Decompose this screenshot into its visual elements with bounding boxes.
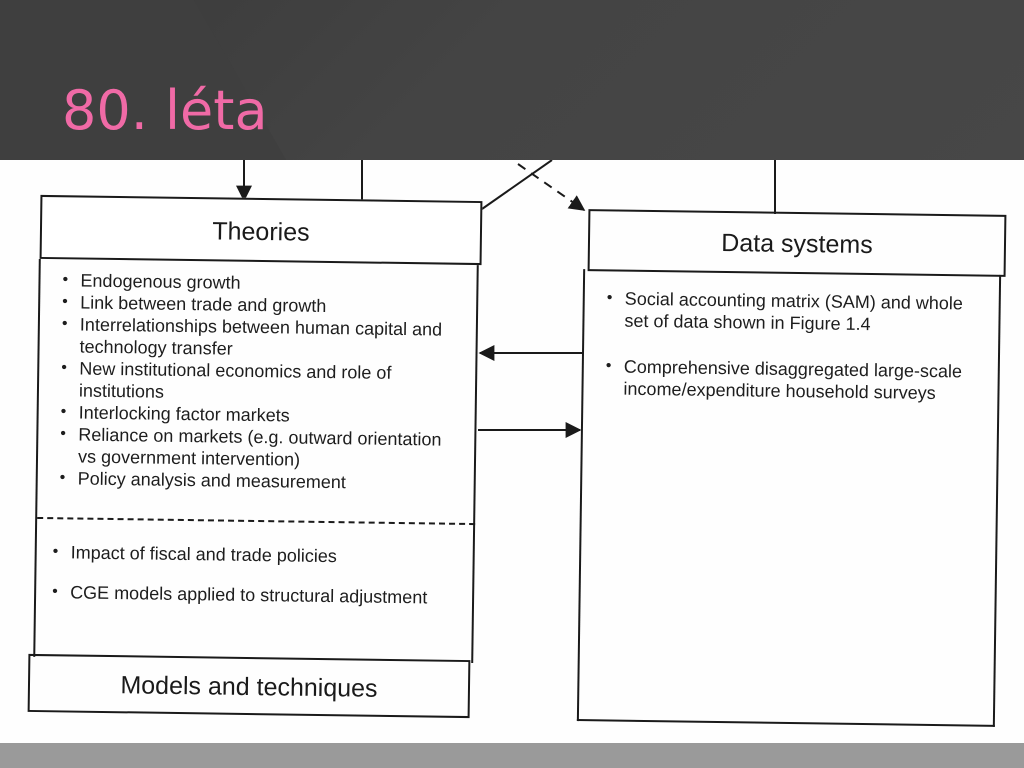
list-item: Comprehensive disaggregated large-scale … xyxy=(597,355,978,404)
connector-lines xyxy=(236,160,776,438)
list-item: New institutional economics and role of … xyxy=(53,357,464,407)
theories-body: Endogenous growth Link between trade and… xyxy=(33,258,479,664)
models-heading: Models and techniques xyxy=(120,671,378,703)
slide-title: 80. léta xyxy=(62,79,268,142)
list-item: Interrelationships between human capital… xyxy=(53,313,464,363)
data-systems-body: Social accounting matrix (SAM) and whole… xyxy=(576,269,1002,727)
list-item: CGE models applied to structural adjustm… xyxy=(44,581,454,609)
theories-header-box: Theories xyxy=(39,194,483,266)
list-item: Social accounting matrix (SAM) and whole… xyxy=(598,287,979,336)
dashed-divider xyxy=(37,516,476,526)
models-footer-box: Models and techniques xyxy=(27,653,471,719)
list-item: Policy analysis and measurement xyxy=(52,467,462,495)
list-item: Reliance on markets (e.g. outward orient… xyxy=(52,423,463,473)
theories-list: Endogenous growth Link between trade and… xyxy=(52,269,465,495)
list-item: Impact of fiscal and trade policies xyxy=(45,541,455,569)
dashed-arrow-into-data xyxy=(517,163,586,211)
line-diagonal xyxy=(481,160,553,210)
data-systems-header-box: Data systems xyxy=(587,209,1007,277)
slide-footer-bar xyxy=(0,743,1024,768)
data-systems-list: Social accounting matrix (SAM) and whole… xyxy=(597,287,979,428)
data-systems-heading: Data systems xyxy=(721,228,873,260)
models-list: Impact of fiscal and trade policies CGE … xyxy=(44,541,455,627)
theories-heading: Theories xyxy=(212,217,310,247)
slide-header: 80. léta xyxy=(0,0,1024,160)
